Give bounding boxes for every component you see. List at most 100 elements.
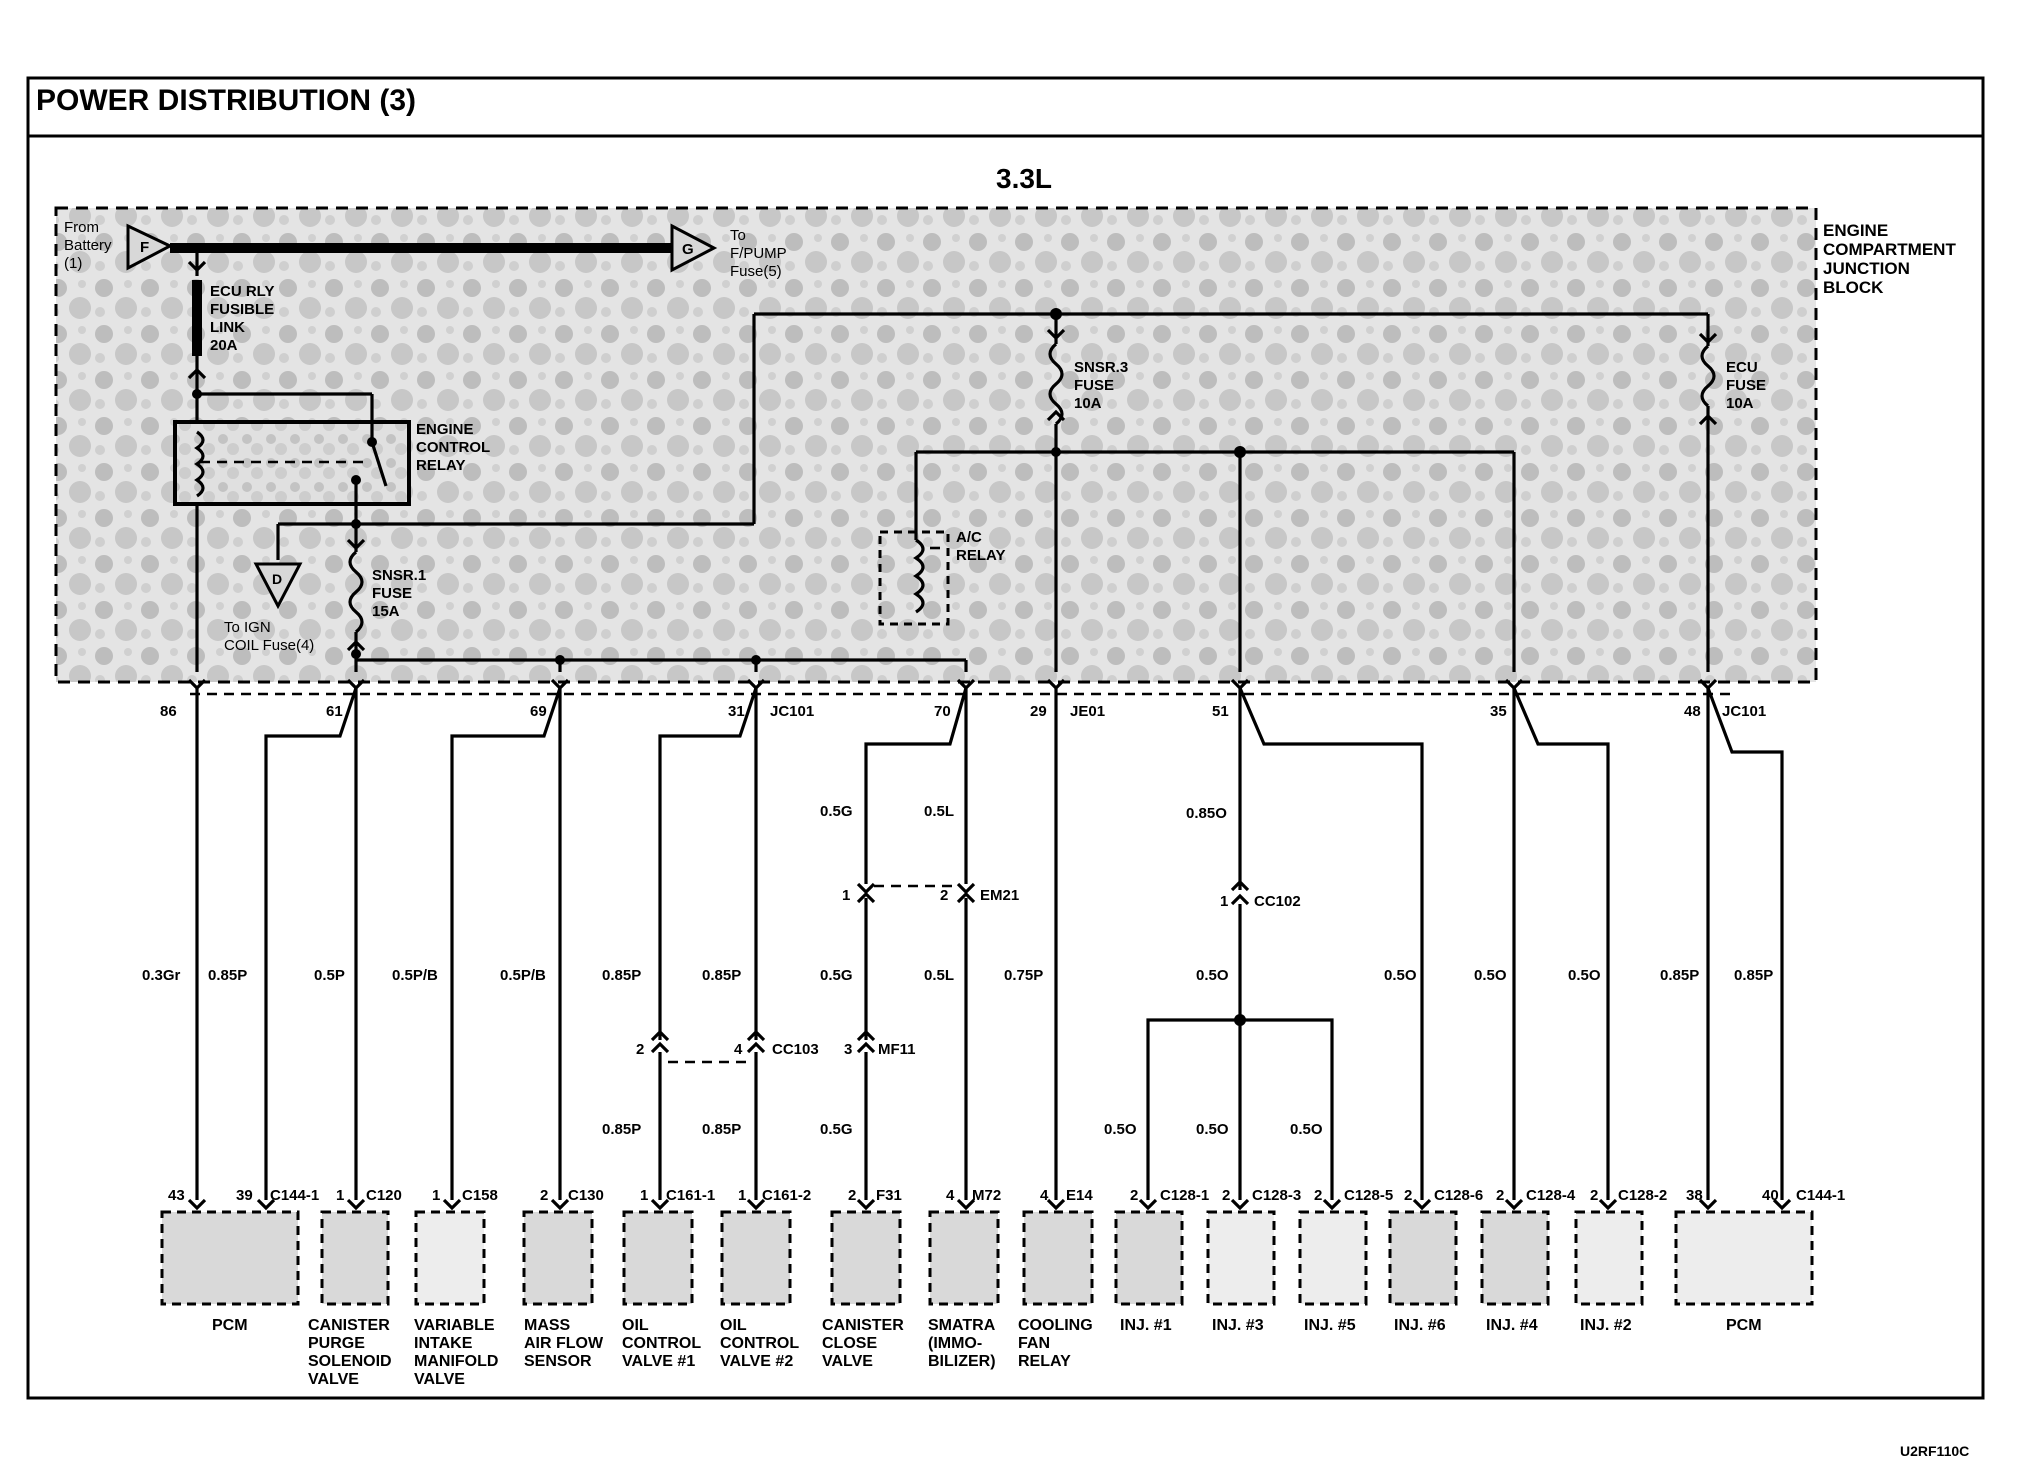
svg-text:1: 1 bbox=[842, 887, 850, 904]
svg-text:40: 40 bbox=[1762, 1187, 1779, 1204]
svg-text:1: 1 bbox=[432, 1187, 440, 1204]
svg-text:86: 86 bbox=[160, 703, 177, 720]
svg-text:MANIFOLD: MANIFOLD bbox=[414, 1353, 498, 1370]
svg-text:0.5L: 0.5L bbox=[924, 967, 954, 984]
component-pcm-right: 38 40 C144-1 PCM bbox=[1674, 1187, 1845, 1334]
from-battery-label: From Battery (1) bbox=[64, 219, 112, 272]
svg-text:1: 1 bbox=[738, 1187, 746, 1204]
snsr3-fuse-in-chevron bbox=[1046, 328, 1066, 341]
ign-coil-label: To IGN COIL Fuse(4) bbox=[224, 619, 314, 654]
svg-text:COIL Fuse(4): COIL Fuse(4) bbox=[224, 637, 314, 654]
svg-text:RELAY: RELAY bbox=[416, 457, 465, 474]
svg-text:FUSE: FUSE bbox=[1726, 377, 1766, 394]
svg-text:0.5P/B: 0.5P/B bbox=[500, 967, 546, 984]
svg-text:CLOSE: CLOSE bbox=[822, 1335, 877, 1352]
svg-text:FUSE: FUSE bbox=[372, 585, 412, 602]
svg-text:RELAY: RELAY bbox=[956, 547, 1005, 564]
component-pcm-left: 43 39 C144-1 PCM bbox=[160, 1187, 319, 1334]
fuel-pump-connector-arrow bbox=[670, 223, 718, 273]
page-title: POWER DISTRIBUTION (3) bbox=[36, 84, 416, 117]
ac-relay-label: A/C RELAY bbox=[956, 529, 1005, 564]
snsr3-fuse-label: SNSR.3 FUSE 10A bbox=[1074, 359, 1128, 412]
svg-text:From: From bbox=[64, 219, 99, 236]
relay-coil-ac bbox=[913, 538, 925, 614]
fusible-link-chevron bbox=[187, 260, 207, 273]
svg-text:ENGINE: ENGINE bbox=[1823, 221, 1888, 240]
svg-text:PCM: PCM bbox=[1726, 1317, 1762, 1334]
fusible-link-out-chevron bbox=[187, 367, 207, 380]
svg-text:0.5O: 0.5O bbox=[1474, 967, 1507, 984]
component-injector-1: 2 C128-1 INJ. #1 bbox=[1114, 1187, 1209, 1334]
svg-text:C161-1: C161-1 bbox=[666, 1187, 715, 1204]
svg-text:0.5P: 0.5P bbox=[314, 967, 345, 984]
svg-text:48: 48 bbox=[1684, 703, 1701, 720]
svg-text:69: 69 bbox=[530, 703, 547, 720]
component-mass-air-flow-sensor: 2 C130 MASS AIR FLOW SENSOR bbox=[522, 1187, 604, 1370]
svg-text:C128-3: C128-3 bbox=[1252, 1187, 1301, 1204]
svg-text:ENGINE: ENGINE bbox=[416, 421, 474, 438]
svg-text:4: 4 bbox=[734, 1041, 743, 1058]
svg-text:OIL: OIL bbox=[720, 1317, 747, 1334]
svg-text:2: 2 bbox=[1404, 1187, 1412, 1204]
relay-coil-ecr bbox=[194, 430, 205, 498]
svg-text:0.5O: 0.5O bbox=[1104, 1121, 1137, 1138]
svg-text:CONTROL: CONTROL bbox=[622, 1335, 701, 1352]
component-pin-chevrons bbox=[187, 1198, 1792, 1211]
svg-text:INJ. #5: INJ. #5 bbox=[1304, 1317, 1356, 1334]
engine-label: 3.3L bbox=[996, 163, 1052, 194]
svg-text:0.85P: 0.85P bbox=[602, 1121, 641, 1138]
component-injector-6: 2 C128-6 INJ. #6 bbox=[1388, 1187, 1483, 1334]
svg-text:INJ. #1: INJ. #1 bbox=[1120, 1317, 1172, 1334]
svg-text:0.85P: 0.85P bbox=[702, 1121, 741, 1138]
page-frame bbox=[26, 76, 1985, 1400]
svg-text:INJ. #6: INJ. #6 bbox=[1394, 1317, 1446, 1334]
svg-text:2: 2 bbox=[1314, 1187, 1322, 1204]
svg-text:A/C: A/C bbox=[956, 529, 982, 546]
splice-node-snsr1-out bbox=[351, 649, 361, 659]
snsr1-fuse bbox=[348, 550, 364, 634]
svg-text:0.75P: 0.75P bbox=[1004, 967, 1043, 984]
svg-text:0.5O: 0.5O bbox=[1384, 967, 1417, 984]
svg-text:INJ. #2: INJ. #2 bbox=[1580, 1317, 1632, 1334]
component-oil-control-valve-1: 1 C161-1 OIL CONTROL VALVE #1 bbox=[622, 1187, 715, 1370]
svg-text:35: 35 bbox=[1490, 703, 1507, 720]
component-injector-4: 2 C128-4 INJ. #4 bbox=[1480, 1187, 1576, 1334]
svg-text:0.85P: 0.85P bbox=[208, 967, 247, 984]
svg-text:2: 2 bbox=[1130, 1187, 1138, 1204]
inline-connector-em21: 1 2 EM21 bbox=[842, 882, 1019, 904]
fuel-pump-letter: G bbox=[682, 241, 694, 258]
svg-text:FAN: FAN bbox=[1018, 1335, 1050, 1352]
battery-connector-letter: F bbox=[140, 239, 149, 256]
wire-labels: 0.3Gr 0.85P 0.5P 0.5P/B 0.5P/B 0.85P 0.8… bbox=[142, 803, 1773, 1138]
junction-pin-labels: 86 61 69 31 JC101 70 29 JE01 51 35 48 JC… bbox=[160, 703, 1766, 720]
ecu-fuse-in-chevron bbox=[1698, 332, 1718, 345]
ecu-fuse-label: ECU FUSE 10A bbox=[1726, 359, 1766, 412]
svg-text:C128-5: C128-5 bbox=[1344, 1187, 1393, 1204]
component-injector-2: 2 C128-2 INJ. #2 bbox=[1574, 1187, 1667, 1334]
svg-text:4: 4 bbox=[1040, 1187, 1049, 1204]
svg-text:10A: 10A bbox=[1074, 395, 1102, 412]
inline-connector-cc102: 1 CC102 bbox=[1220, 879, 1301, 910]
svg-text:BLOCK: BLOCK bbox=[1823, 278, 1884, 297]
svg-text:C144-1: C144-1 bbox=[1796, 1187, 1845, 1204]
svg-text:VALVE #2: VALVE #2 bbox=[720, 1353, 793, 1370]
svg-text:MF11: MF11 bbox=[878, 1041, 916, 1058]
svg-text:EM21: EM21 bbox=[980, 887, 1019, 904]
ecu-fuse-out-chevron bbox=[1698, 413, 1718, 426]
svg-text:ECU: ECU bbox=[1726, 359, 1758, 376]
svg-text:E14: E14 bbox=[1066, 1187, 1093, 1204]
ign-coil-connector-arrow bbox=[253, 562, 303, 610]
svg-text:2: 2 bbox=[1590, 1187, 1598, 1204]
svg-text:0.5G: 0.5G bbox=[820, 803, 853, 820]
svg-text:To: To bbox=[730, 227, 746, 244]
svg-text:4: 4 bbox=[946, 1187, 955, 1204]
svg-text:PCM: PCM bbox=[212, 1317, 248, 1334]
svg-text:3: 3 bbox=[844, 1041, 852, 1058]
ecu-fuse bbox=[1700, 344, 1716, 408]
svg-text:C128-2: C128-2 bbox=[1618, 1187, 1667, 1204]
battery-connector-arrow bbox=[126, 223, 174, 271]
svg-text:0.5O: 0.5O bbox=[1290, 1121, 1323, 1138]
svg-text:C158: C158 bbox=[462, 1187, 498, 1204]
svg-text:VARIABLE: VARIABLE bbox=[414, 1317, 495, 1334]
svg-text:0.5G: 0.5G bbox=[820, 1121, 853, 1138]
